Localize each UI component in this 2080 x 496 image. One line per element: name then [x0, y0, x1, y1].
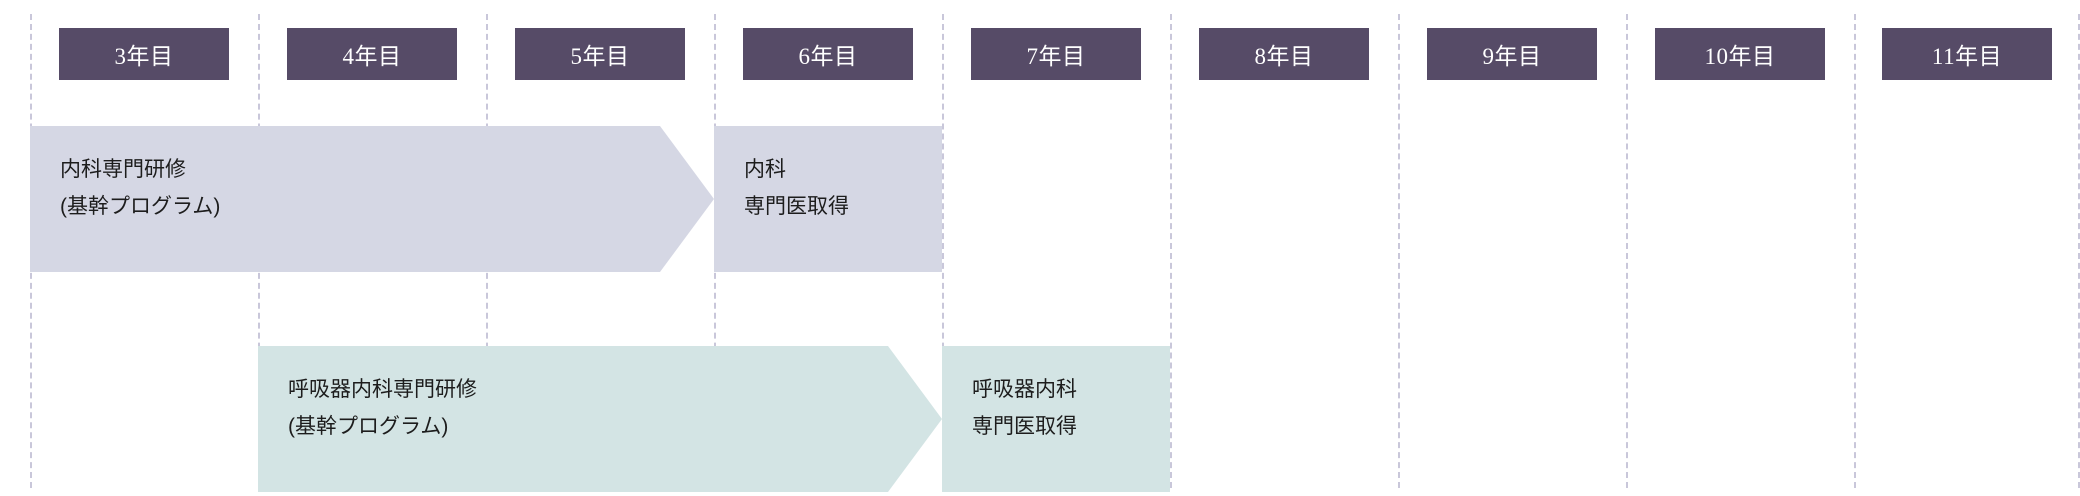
internal-medicine-track-segment-0-label: 内科専門研修 (基幹プログラム) [60, 152, 220, 226]
year-badge-4: 4年目 [287, 28, 457, 80]
respiratory-medicine-track-arrow-segment: 呼吸器内科専門研修 (基幹プログラム) [258, 346, 942, 492]
label-line-2: 専門医取得 [744, 194, 849, 218]
internal-medicine-track-arrow-segment: 内科専門研修 (基幹プログラム) [30, 126, 714, 272]
year-badge-label: 4年目 [342, 44, 402, 69]
label-line-1: 内科 [744, 158, 786, 181]
year-badge-label: 5年目 [570, 44, 630, 69]
respiratory-medicine-track-segment-0-label: 呼吸器内科専門研修 (基幹プログラム) [288, 372, 477, 446]
year-axis: 3年目 4年目 5年目 6年目 7年目 8年目 9年目 10年目 11年目 [0, 0, 2080, 110]
year-badge-label: 3年目 [114, 44, 174, 69]
respiratory-medicine-track-segment-1-label: 呼吸器内科専門医取得 [972, 372, 1077, 446]
year-badge-8: 8年目 [1199, 28, 1369, 80]
year-badge-3: 3年目 [59, 28, 229, 80]
respiratory-medicine-track-block-segment: 呼吸器内科専門医取得 [942, 346, 1170, 492]
internal-medicine-track-block-segment: 内科専門医取得 [714, 126, 942, 272]
label-line-2: (基幹プログラム) [60, 194, 221, 218]
label-line-2: 専門医取得 [972, 414, 1077, 438]
year-badge-7: 7年目 [971, 28, 1141, 80]
year-badge-label: 10年目 [1704, 44, 1776, 69]
respiratory-medicine-track-arrow-shape [258, 346, 942, 492]
internal-medicine-track-arrow-shape [30, 126, 714, 272]
year-badge-label: 7年目 [1026, 44, 1086, 69]
label-line-2: (基幹プログラム) [288, 414, 449, 438]
year-badge-6: 6年目 [743, 28, 913, 80]
year-badge-11: 11年目 [1882, 28, 2052, 80]
label-line-1: 呼吸器内科専門研修 [288, 378, 477, 401]
year-badge-label: 8年目 [1254, 44, 1314, 69]
label-line-1: 呼吸器内科 [972, 378, 1077, 401]
year-badge-label: 6年目 [798, 44, 858, 69]
year-badge-label: 9年目 [1482, 44, 1542, 69]
year-badge-10: 10年目 [1655, 28, 1825, 80]
internal-medicine-track-segment-1-label: 内科専門医取得 [744, 152, 849, 226]
year-badge-9: 9年目 [1427, 28, 1597, 80]
year-badge-5: 5年目 [515, 28, 685, 80]
label-line-1: 内科専門研修 [60, 158, 186, 181]
year-badge-label: 11年目 [1931, 44, 2003, 69]
